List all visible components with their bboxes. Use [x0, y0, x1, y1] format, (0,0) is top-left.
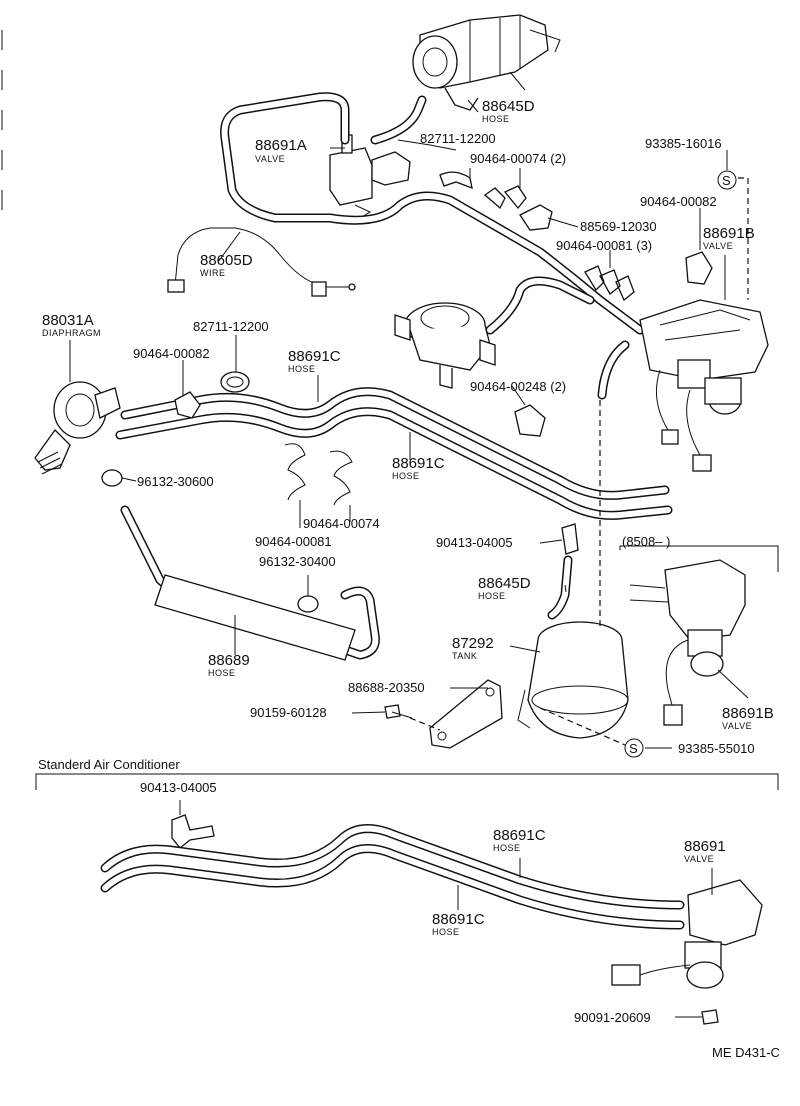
- label-90464-00082-right: 90464-00082: [640, 194, 717, 209]
- svg-text:S: S: [629, 741, 638, 756]
- svg-text:VALVE: VALVE: [722, 721, 752, 731]
- label-88691b-top: 88691B: [703, 225, 755, 242]
- bolt-90091: [701, 1009, 719, 1025]
- label-90413-04005-top: 90413-04005: [436, 535, 513, 550]
- label-88031a: 88031A: [42, 312, 94, 329]
- label-8508: (8508– ): [622, 534, 670, 549]
- label-82711-top: 82711-12200: [420, 131, 496, 146]
- wire-88605d: [167, 227, 356, 297]
- label-88691b-bottom: 88691B: [722, 705, 774, 722]
- label-88691c-a: 88691C: [288, 348, 341, 365]
- label-90464-00082-left: 90464-00082: [133, 346, 210, 361]
- guide-lines: [409, 380, 626, 746]
- clip-90464-00248: [514, 404, 546, 437]
- svg-text:HOSE: HOSE: [493, 843, 521, 853]
- label-88689: 88689: [208, 652, 250, 669]
- svg-text:TANK: TANK: [452, 651, 477, 661]
- spring-clips-center: [284, 443, 353, 506]
- label-93385-16016: 93385-16016: [645, 136, 722, 151]
- clip-group-90464-00081: [584, 265, 635, 302]
- label-90091: 90091-20609: [574, 1010, 651, 1025]
- clip-group-top: [439, 171, 553, 231]
- svg-text:DIAPHRAGM: DIAPHRAGM: [42, 328, 101, 338]
- tank-87292: [517, 621, 629, 739]
- svg-text:HOSE: HOSE: [288, 364, 316, 374]
- valve-88691b-top: [639, 299, 769, 472]
- hose-88689: [120, 505, 380, 661]
- s-symbol-bottom: S: [624, 738, 644, 758]
- clip-90464-00082-right: [685, 251, 713, 285]
- hose-88691c-bottom: [100, 824, 685, 930]
- svg-text:VALVE: VALVE: [703, 241, 733, 251]
- label-90464-00081: 90464-00081: [255, 534, 332, 549]
- clip-90464-00082-left: [174, 391, 201, 419]
- label-88691c-c: 88691C: [493, 827, 546, 844]
- label-88691c-d: 88691C: [432, 911, 485, 928]
- reference-code: ME D431-C: [712, 1045, 780, 1060]
- svg-text:HOSE: HOSE: [432, 927, 460, 937]
- svg-text:VALVE: VALVE: [255, 154, 285, 164]
- label-90464-00074-2: 90464-00074 (2): [470, 151, 566, 166]
- label-88645d-top: 88645D: [482, 98, 535, 115]
- label-88691: 88691: [684, 838, 726, 855]
- label-93385-55010: 93385-55010: [678, 741, 755, 756]
- label-96132-30600: 96132-30600: [137, 474, 214, 489]
- section-title: Standerd Air Conditioner: [38, 757, 180, 772]
- svg-text:HOSE: HOSE: [392, 471, 420, 481]
- label-88688: 88688-20350: [348, 680, 425, 695]
- svg-text:HOSE: HOSE: [478, 591, 506, 601]
- svg-text:WIRE: WIRE: [200, 268, 226, 278]
- label-82711-left: 82711-12200: [193, 319, 269, 334]
- svg-text:S: S: [722, 173, 731, 188]
- inset-8508: [619, 545, 779, 726]
- label-88691c-b: 88691C: [392, 455, 445, 472]
- valve-88691: [611, 879, 763, 989]
- connector-90413-mid: [561, 523, 579, 555]
- label-87292: 87292: [452, 635, 494, 652]
- hose-center-to-right: [485, 276, 595, 335]
- part-labels: 88645D HOSE 88691A VALVE 82711-12200 904…: [38, 98, 780, 1060]
- diaphragm-88031a: [34, 381, 121, 475]
- hose-upper-loop: [220, 92, 645, 335]
- label-96132-30400: 96132-30400: [259, 554, 336, 569]
- clamp-82711-left: [220, 371, 250, 393]
- hose-88691c-mid: [115, 387, 673, 520]
- clamp-96132-30600: [101, 469, 123, 487]
- label-90464-00081-3: 90464-00081 (3): [556, 238, 652, 253]
- vacuum-valve-center: [394, 302, 496, 389]
- label-88569: 88569-12030: [580, 219, 657, 234]
- label-88605d: 88605D: [200, 252, 253, 269]
- clamp-96132-30400: [297, 595, 319, 613]
- section-divider: [35, 773, 779, 790]
- svg-text:HOSE: HOSE: [482, 114, 510, 124]
- label-88645d-mid: 88645D: [478, 575, 531, 592]
- svg-text:VALVE: VALVE: [684, 854, 714, 864]
- label-90464-00248: 90464-00248 (2): [470, 379, 566, 394]
- label-90464-00074: 90464-00074: [303, 516, 380, 531]
- label-88691a: 88691A: [255, 137, 307, 154]
- svg-text:HOSE: HOSE: [208, 668, 236, 678]
- connector-90413-bottom: [171, 814, 215, 849]
- bracket-88688: [429, 679, 503, 749]
- label-90159: 90159-60128: [250, 705, 327, 720]
- s-symbol-top: S: [717, 170, 749, 300]
- bolt-90159: [384, 704, 413, 719]
- label-90413-04005-bottom: 90413-04005: [140, 780, 217, 795]
- leader-lines: [69, 99, 749, 1018]
- vacuum-actuator-top: [412, 14, 561, 111]
